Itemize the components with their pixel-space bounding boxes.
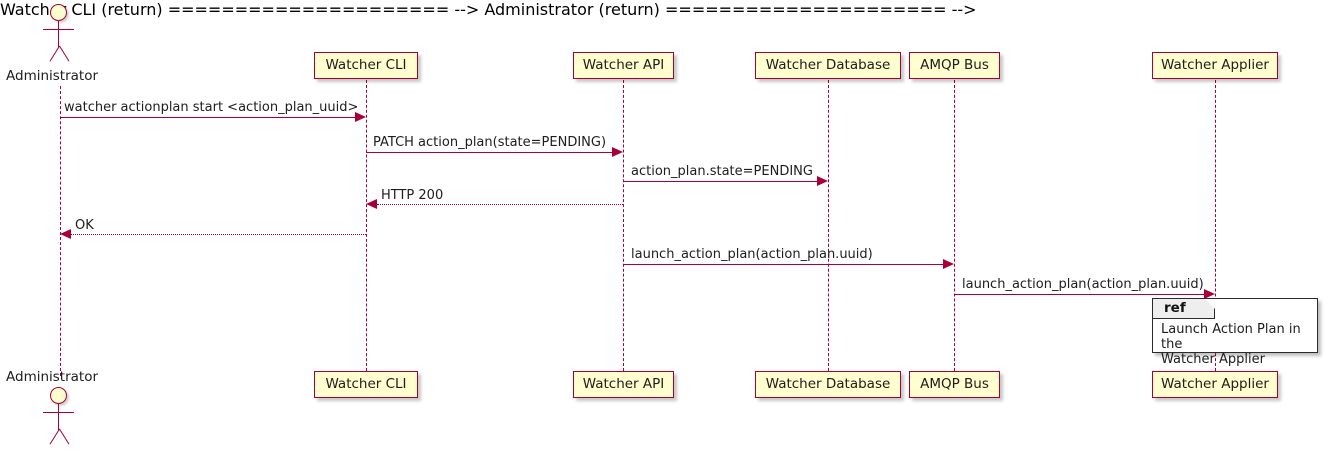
ref-fragment-body-line1: Launch Action Plan in the — [1161, 322, 1301, 352]
actor-head-icon — [50, 387, 67, 404]
participant-box-amqp-bus-top[interactable]: AMQP Bus — [909, 52, 1000, 79]
message-label-5: OK — [75, 218, 94, 233]
actor-body-icon — [58, 21, 59, 47]
message-arrowhead-1 — [355, 112, 366, 122]
message-line-5 — [71, 234, 366, 235]
participant-label-amqp-bus-bottom: AMQP Bus — [920, 375, 989, 392]
participant-box-watcher-api-bottom[interactable]: Watcher API — [573, 371, 674, 398]
participant-label-watcher-database-bottom: Watcher Database — [765, 375, 891, 392]
actor-administrator-bottom — [37, 387, 83, 447]
lifeline-watcher-cli — [366, 80, 367, 371]
participant-label-watcher-database-top: Watcher Database — [765, 56, 891, 73]
actor-head-icon — [50, 4, 67, 21]
participant-label-administrator-top: Administrator — [6, 68, 99, 84]
ref-fragment-body-line2: Watcher Applier — [1161, 352, 1265, 367]
actor-body-icon — [58, 404, 59, 430]
participant-label-amqp-bus-top: AMQP Bus — [920, 56, 989, 73]
lifeline-watcher-api — [623, 80, 624, 371]
actor-arms-icon — [43, 29, 74, 30]
participant-label-watcher-api-top: Watcher API — [582, 56, 665, 73]
participant-box-watcher-api-top[interactable]: Watcher API — [573, 52, 674, 79]
actor-administrator-top — [37, 4, 83, 64]
lifeline-watcher-applier — [1215, 80, 1216, 371]
participant-label-administrator-bottom: Administrator — [6, 369, 99, 385]
message-arrowhead-6 — [943, 259, 954, 269]
message-arrowhead-7 — [1204, 289, 1215, 299]
lifeline-amqp-bus — [954, 80, 955, 371]
message-label-4: HTTP 200 — [381, 188, 444, 203]
participant-box-watcher-cli-top[interactable]: Watcher CLI — [314, 52, 418, 79]
participant-label-watcher-cli-top: Watcher CLI — [325, 56, 407, 73]
message-arrowhead-4 — [366, 199, 377, 209]
message-line-7 — [954, 294, 1204, 295]
actor-leg-right-icon — [59, 428, 70, 445]
participant-box-amqp-bus-bottom[interactable]: AMQP Bus — [909, 371, 1000, 398]
actor-arms-icon — [43, 412, 74, 413]
participant-box-watcher-database-top[interactable]: Watcher Database — [755, 52, 901, 79]
lifeline-watcher-database — [828, 80, 829, 371]
message-line-1 — [60, 117, 356, 118]
message-line-3 — [623, 181, 818, 182]
ref-fragment-launch-action-plan[interactable]: ref Launch Action Plan in the Watcher Ap… — [1152, 298, 1318, 367]
participant-label-watcher-applier-top: Watcher Applier — [1161, 56, 1269, 73]
message-line-4 — [377, 204, 623, 205]
ref-fragment-body: Launch Action Plan in the Watcher Applie… — [1161, 322, 1321, 367]
message-line-2 — [366, 152, 613, 153]
ref-fragment-tab: ref — [1153, 299, 1215, 319]
participant-box-watcher-database-bottom[interactable]: Watcher Database — [755, 371, 901, 398]
participant-label-watcher-api-bottom: Watcher API — [582, 375, 665, 392]
participant-box-watcher-applier-top[interactable]: Watcher Applier — [1152, 52, 1278, 79]
actor-leg-left-icon — [49, 428, 60, 445]
message-arrowhead-2 — [612, 147, 623, 157]
message-arrowhead-5 — [60, 229, 71, 239]
participant-box-watcher-cli-bottom[interactable]: Watcher CLI — [314, 371, 418, 398]
message-line-6 — [623, 264, 944, 265]
actor-leg-right-icon — [59, 45, 70, 62]
ref-fragment-tab-label: ref — [1164, 299, 1186, 316]
message-arrowhead-3 — [817, 176, 828, 186]
participant-label-watcher-applier-bottom: Watcher Applier — [1161, 375, 1269, 392]
message-label-2: PATCH action_plan(state=PENDING) — [373, 135, 607, 150]
participant-box-watcher-applier-bottom[interactable]: Watcher Applier — [1152, 371, 1278, 398]
participant-label-watcher-cli-bottom: Watcher CLI — [325, 375, 407, 392]
message-label-3: action_plan.state=PENDING — [631, 164, 813, 179]
actor-leg-left-icon — [49, 45, 60, 62]
message-label-1: watcher actionplan start <action_plan_uu… — [64, 100, 359, 115]
message-label-6: launch_action_plan(action_plan.uuid) — [631, 247, 873, 262]
message-label-7: launch_action_plan(action_plan.uuid) — [962, 277, 1204, 292]
